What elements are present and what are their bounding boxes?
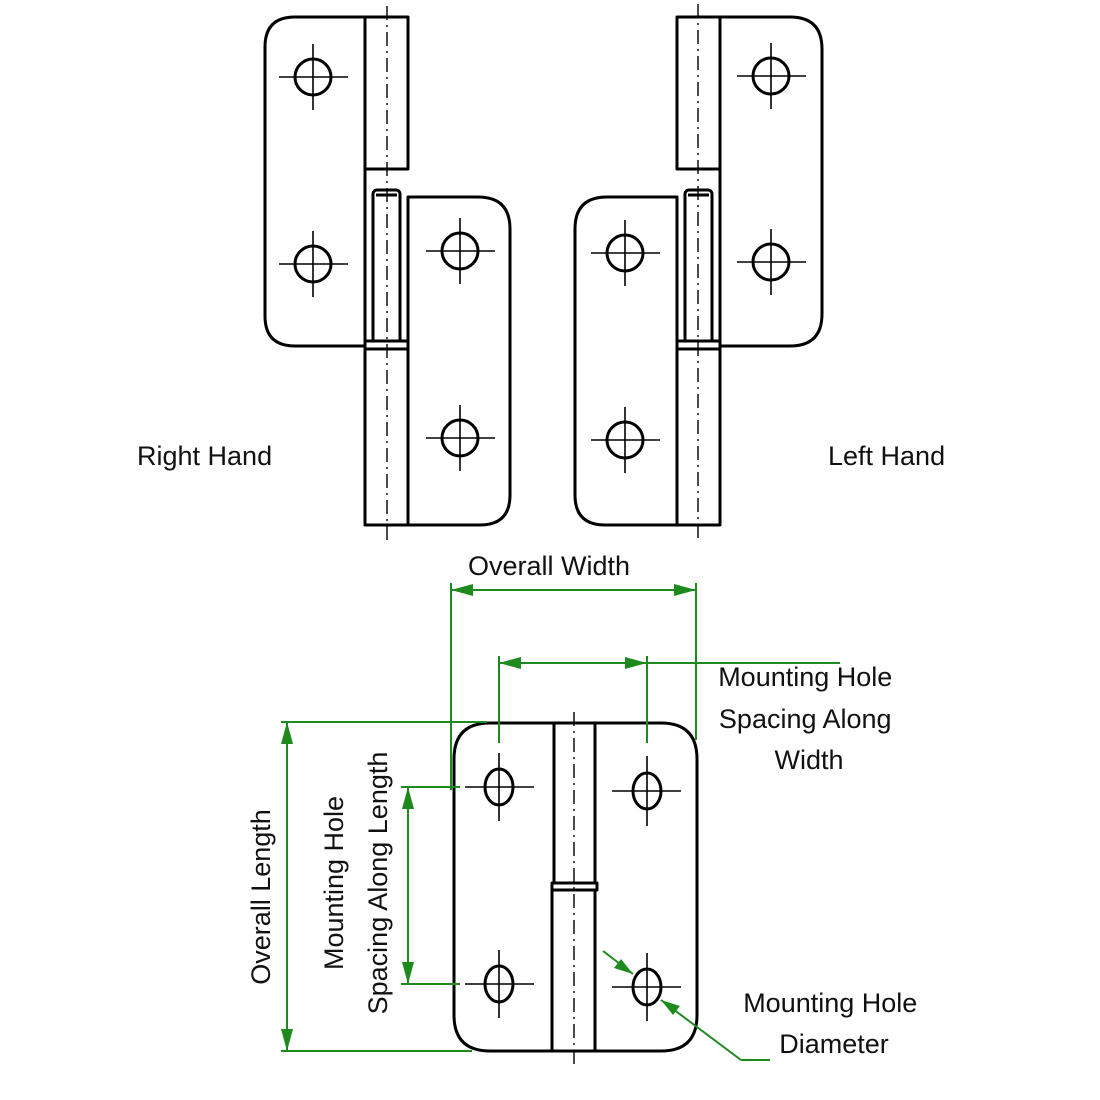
mounting-hole xyxy=(465,950,534,1018)
hole-spacing-width-label: Mounting Hole Spacing Along Width xyxy=(718,662,900,775)
hole-spacing-width-dimension xyxy=(498,656,840,743)
mounting-hole xyxy=(737,43,806,109)
hole-spacing-length-label-line1: Mounting Hole xyxy=(319,796,349,970)
mounting-hole xyxy=(612,756,681,826)
mounting-hole xyxy=(465,753,534,821)
hole-diameter-label: Mounting Hole Diameter xyxy=(743,988,925,1059)
mounting-hole xyxy=(591,220,660,286)
left-hand-hinge xyxy=(573,4,824,540)
left-hand-label: Left Hand xyxy=(828,441,945,471)
hole-spacing-length-dimension xyxy=(401,786,460,985)
overall-width-label: Overall Width xyxy=(468,551,630,581)
mounting-hole xyxy=(426,218,495,284)
left-hand-lower-leaf xyxy=(573,195,679,527)
hole-spacing-length-label-line2: Spacing Along Length xyxy=(363,752,393,1015)
right-hand-lower-leaf xyxy=(406,195,512,527)
right-hand-hinge xyxy=(263,6,512,540)
hole-diameter-dimension xyxy=(602,950,770,1061)
right-hand-label: Right Hand xyxy=(137,441,272,471)
mounting-hole xyxy=(279,44,348,110)
overall-length-dimension xyxy=(281,721,487,1052)
overall-width-dimension xyxy=(450,583,697,790)
mounting-hole-measured xyxy=(612,953,681,1021)
left-hand-upper-leaf xyxy=(718,15,824,348)
overall-length-label: Overall Length xyxy=(246,809,276,985)
mounting-hole xyxy=(426,405,495,471)
mounting-hole xyxy=(591,407,660,473)
mounting-hole xyxy=(279,231,348,297)
dimensioned-hinge xyxy=(452,712,699,1064)
mounting-hole xyxy=(737,229,806,295)
